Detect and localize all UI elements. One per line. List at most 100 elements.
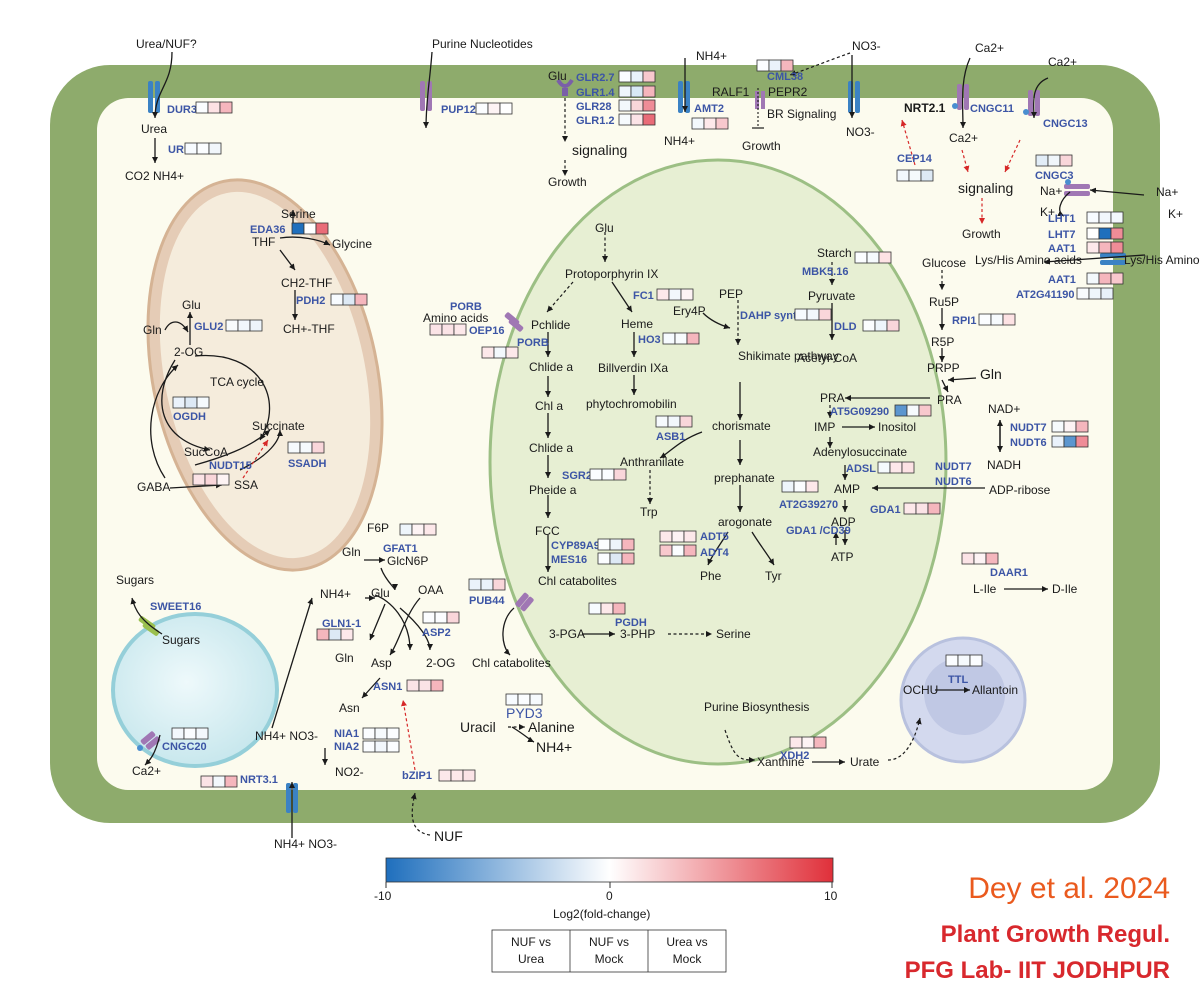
label-ery4p: Ery4P xyxy=(673,304,706,318)
label-arogonate: arogonate xyxy=(718,515,772,529)
heatmap-cell xyxy=(434,611,448,624)
heatmap-cell xyxy=(171,727,185,740)
label-chl-catabolites: Chl catabolites xyxy=(538,574,617,588)
heatmap-cell xyxy=(204,473,218,486)
label-f6p: F6P xyxy=(367,521,389,535)
heatmap-aat1b xyxy=(1086,272,1124,285)
heatmap-cell xyxy=(212,775,226,788)
heatmap-glr28 xyxy=(618,99,656,112)
label-ca-in: Ca2+ xyxy=(949,131,978,145)
label-shikimate: Shikimate pathway xyxy=(738,349,839,363)
heatmap-cell xyxy=(208,142,222,155)
heatmap-pgdh xyxy=(588,602,626,615)
gene-nudt15: NUDT15 xyxy=(209,460,252,472)
heatmap-cell xyxy=(671,530,685,543)
heatmap-cell xyxy=(1098,272,1112,285)
label-l-ile: L-Ile xyxy=(973,582,997,596)
heatmap-cell xyxy=(342,293,356,306)
heatmap-cell xyxy=(854,251,868,264)
gene-oep16: OEP16 xyxy=(469,325,504,337)
label-ca-top1: Ca2+ xyxy=(975,41,1004,55)
heatmap-sgr2 xyxy=(589,468,627,481)
label-lyshis-out: Lys/His Amino acids xyxy=(1124,253,1200,267)
gene-ho3: HO3 xyxy=(638,334,661,346)
heatmap-cell xyxy=(225,319,239,332)
gene-at2g41190: AT2G41190 xyxy=(1016,289,1075,301)
label-amp: AMP xyxy=(834,482,860,496)
heatmap-cell xyxy=(441,323,455,336)
heatmap-cell xyxy=(196,396,210,409)
heatmap-porb2 xyxy=(481,346,519,359)
gene-dur3: DUR3 xyxy=(167,104,197,116)
metabolite-labels: Urea/NUF? Purine Nucleotides Glu signali… xyxy=(116,37,1200,851)
heatmap-cell xyxy=(1063,420,1077,433)
label-ralf1: RALF1 xyxy=(712,85,750,99)
gene-porb1: PORB xyxy=(450,301,482,313)
heatmap-cell xyxy=(249,319,263,332)
gene-at2g39270: AT2G39270 xyxy=(779,499,838,511)
gene-ssadh: SSADH xyxy=(288,458,327,470)
label-nad: NAD+ xyxy=(988,402,1020,416)
heatmap-cell xyxy=(801,736,815,749)
heatmap-glr14 xyxy=(618,85,656,98)
gene-cngc11: CNGC11 xyxy=(970,103,1014,115)
heatmap-cell xyxy=(659,530,673,543)
heatmap-amt2 xyxy=(691,117,729,130)
heatmap-cell xyxy=(889,461,903,474)
heatmap-glu2 xyxy=(225,319,263,332)
label-nh4-amt: NH4+ xyxy=(664,134,695,148)
heatmap-mbk516 xyxy=(854,251,892,264)
gene-at5g09290: AT5G09290 xyxy=(830,406,889,418)
heatmap-fc1 xyxy=(656,288,694,301)
label-gln-cyt2: Gln xyxy=(335,651,354,665)
label-purine-biosynthesis: Purine Biosynthesis xyxy=(704,700,809,714)
heatmap-nudt7 xyxy=(1051,420,1089,433)
legend-column-table xyxy=(491,929,727,973)
heatmap-cell xyxy=(422,611,436,624)
heatmap-cell xyxy=(362,727,376,740)
heatmap-cell xyxy=(973,552,987,565)
heatmap-cell xyxy=(642,113,656,126)
heatmap-cell xyxy=(1110,211,1124,224)
heatmap-cell xyxy=(667,415,681,428)
heatmap-cell xyxy=(219,101,233,114)
gene-pup12: PUP12 xyxy=(441,104,476,116)
label-d-ile: D-Ile xyxy=(1052,582,1078,596)
heatmap-cell xyxy=(621,552,635,565)
gene-glr14: GLR1.4 xyxy=(576,87,615,99)
heatmap-cell xyxy=(315,222,329,235)
heatmap-cell xyxy=(886,319,900,332)
label-no3-top: NO3- xyxy=(852,39,881,53)
heatmap-cell xyxy=(703,117,717,130)
heatmap-aat1a xyxy=(1086,241,1124,254)
heatmap-cell xyxy=(600,602,614,615)
heatmap-cell xyxy=(299,441,313,454)
heatmap-cell xyxy=(1075,435,1089,448)
label-growth-ca: Growth xyxy=(962,227,1001,241)
heatmap-lht1 xyxy=(1086,211,1124,224)
heatmap-cell xyxy=(683,530,697,543)
heatmap-cell xyxy=(311,441,325,454)
heatmap-at2g39270 xyxy=(781,480,819,493)
heatmap-cell xyxy=(780,59,794,72)
heatmap-cngc3 xyxy=(1035,154,1073,167)
label-pheide-a: Pheide a xyxy=(529,483,577,497)
label-xanthine: Xanthine xyxy=(757,755,805,769)
heatmap-cell xyxy=(1098,241,1112,254)
heatmap-cell xyxy=(1100,287,1114,300)
label-nh4-no3-out: NH4+ NO3- xyxy=(274,837,337,851)
heatmap-oep16 xyxy=(429,323,467,336)
heatmap-bzip1 xyxy=(438,769,476,782)
heatmap-cell xyxy=(411,523,425,536)
label-na-out: Na+ xyxy=(1156,185,1178,199)
label-acetylcoa: Acetyl-CoA xyxy=(797,351,857,365)
gene-labels: DUR3 URE PUP12 GLR2.7 GLR1.4 GLR28 GLR1.… xyxy=(150,71,1088,786)
heatmap-cell xyxy=(480,578,494,591)
heatmap-at5g09290 xyxy=(894,404,932,417)
heatmap-pup12 xyxy=(475,102,513,115)
heatmap-cell xyxy=(862,319,876,332)
heatmap-asn1 xyxy=(406,679,444,692)
heatmap-cell xyxy=(328,628,342,641)
gene-ttl: TTL xyxy=(948,674,968,686)
